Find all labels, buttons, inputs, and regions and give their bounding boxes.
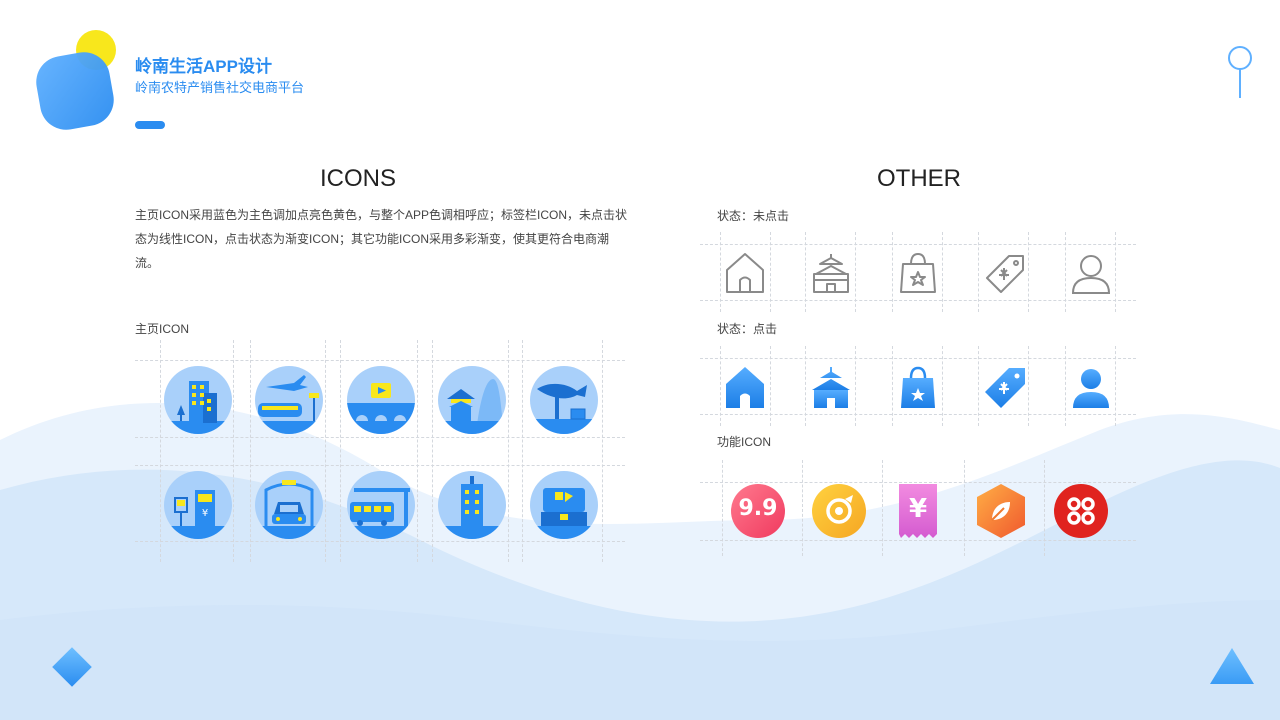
user-filled-icon[interactable]: [1066, 362, 1116, 412]
clicked-state-label: 状态：点击: [717, 322, 778, 336]
plane-train-icon[interactable]: [254, 365, 324, 435]
tower-building-icon[interactable]: [437, 470, 507, 540]
page-subtitle: 岭南农特产销售社交电商平台: [135, 80, 305, 95]
atm-charging-icon[interactable]: ¥: [163, 470, 233, 540]
treasure-chest-icon[interactable]: [529, 470, 599, 540]
price-tag-outline-icon[interactable]: [979, 248, 1029, 298]
other-section-title: OTHER: [877, 165, 961, 192]
home-filled-icon[interactable]: [720, 362, 770, 412]
app-logo: [36, 30, 116, 130]
price-tag-filled-icon[interactable]: [979, 362, 1029, 412]
icons-section-title: ICONS: [319, 165, 396, 192]
location-pin-icon: [1228, 46, 1252, 98]
grid-circles-icon[interactable]: [1053, 483, 1109, 539]
price-99-icon[interactable]: 9.9: [730, 483, 786, 539]
bus-station-icon[interactable]: [346, 470, 416, 540]
svg-text:¥: ¥: [202, 508, 208, 519]
home-outline-icon[interactable]: [720, 248, 770, 298]
target-icon[interactable]: [811, 483, 867, 539]
shopping-bag-outline-icon[interactable]: [893, 248, 943, 298]
coupon-yuan-icon[interactable]: ¥: [893, 482, 943, 540]
video-bridge-icon[interactable]: [346, 365, 416, 435]
coupon-yuan-text: ¥: [908, 494, 928, 524]
car-gate-icon[interactable]: [254, 470, 324, 540]
icons-description: 主页ICON采用蓝色为主色调加点亮色黄色，与整个APP色调相呼应；标签栏ICON…: [135, 208, 628, 270]
home-icon-label: 主页ICON: [135, 322, 190, 336]
triangle-decoration: [1210, 648, 1254, 684]
title-accent-bar: [135, 121, 165, 129]
temple-filled-icon[interactable]: [806, 362, 856, 412]
shopping-bag-filled-icon[interactable]: [893, 362, 943, 412]
function-icon-label: 功能ICON: [717, 435, 772, 449]
leaf-hexagon-icon[interactable]: [972, 482, 1030, 540]
unclicked-state-label: 状态：未点击: [717, 209, 790, 223]
page-title: 岭南生活APP设计: [135, 57, 272, 76]
diamond-decoration: [52, 647, 92, 687]
city-building-icon[interactable]: [163, 365, 233, 435]
user-outline-icon[interactable]: [1066, 248, 1116, 298]
fish-landmark-icon[interactable]: [529, 365, 599, 435]
temple-outline-icon[interactable]: [806, 248, 856, 298]
price-99-text: 9.9: [738, 496, 778, 521]
pavilion-mountain-icon[interactable]: [437, 365, 507, 435]
